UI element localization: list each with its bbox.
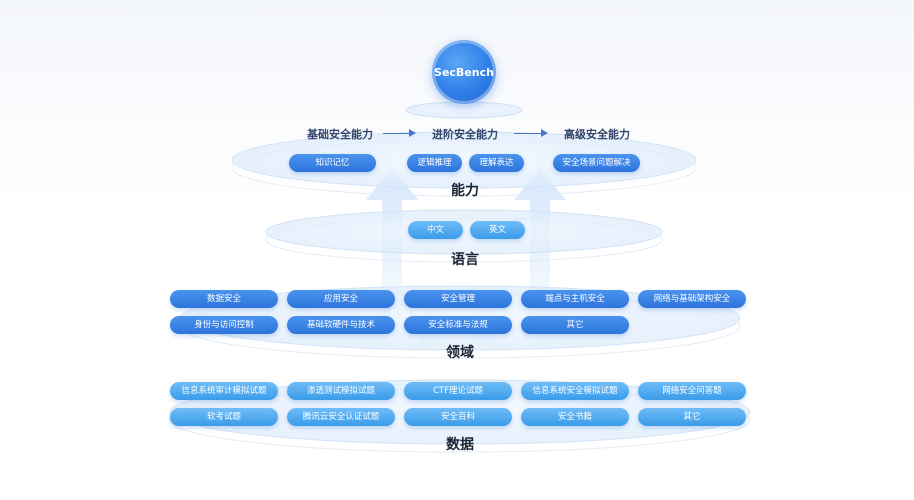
data-pill: 信息系统审计模拟试题 xyxy=(170,382,278,400)
domain-title: 领域 xyxy=(446,345,474,361)
ability-pill: 逻辑推理 xyxy=(407,154,462,172)
data-title: 数据 xyxy=(446,437,474,453)
language-title: 语言 xyxy=(451,252,479,268)
data-pill: 安全百科 xyxy=(404,408,512,426)
data-pill: 安全书籍 xyxy=(521,408,629,426)
domain-pill: 其它 xyxy=(521,316,629,334)
data-pill: 网络安全问答题 xyxy=(638,382,746,400)
stage-expert: 高级安全能力 xyxy=(564,128,630,141)
secbench-node: SecBench xyxy=(432,40,496,104)
data-pill: 其它 xyxy=(638,408,746,426)
language-disc-edge xyxy=(265,217,663,263)
ability-disc xyxy=(231,131,697,189)
stage-arrow-1 xyxy=(383,129,416,137)
domain-pill: 端点与主机安全 xyxy=(521,290,629,308)
domain-pill: 网络与基础架构安全 xyxy=(638,290,746,308)
ability-pill: 安全场景问题解决 xyxy=(553,154,640,172)
secbench-label: SecBench xyxy=(434,65,494,79)
data-pill: CTF理论试题 xyxy=(404,382,512,400)
domain-pill: 基础软硬件与技术 xyxy=(287,316,395,334)
ability-disc-edge xyxy=(231,139,697,197)
domain-pill: 安全标准与法规 xyxy=(404,316,512,334)
ability-pill: 理解表达 xyxy=(469,154,524,172)
language-pill: 英文 xyxy=(470,221,525,239)
domain-pill: 数据安全 xyxy=(170,290,278,308)
stage-arrow-2 xyxy=(514,129,548,137)
data-pill: 渗透测试模拟试题 xyxy=(287,382,395,400)
domain-pill: 身份与访问控制 xyxy=(170,316,278,334)
stage-advanced: 进阶安全能力 xyxy=(432,128,498,141)
language-disc xyxy=(265,209,663,255)
language-pill: 中文 xyxy=(408,221,463,239)
data-pill: 软考试题 xyxy=(170,408,278,426)
data-pill: 腾讯云安全认证试题 xyxy=(287,408,395,426)
domain-pill: 应用安全 xyxy=(287,290,395,308)
data-pill: 信息系统安全模拟试题 xyxy=(521,382,629,400)
domain-pill: 安全管理 xyxy=(404,290,512,308)
ability-title: 能力 xyxy=(451,183,479,199)
top-disc xyxy=(405,101,523,119)
ability-pill: 知识记忆 xyxy=(289,154,376,172)
stage-basic: 基础安全能力 xyxy=(307,128,373,141)
